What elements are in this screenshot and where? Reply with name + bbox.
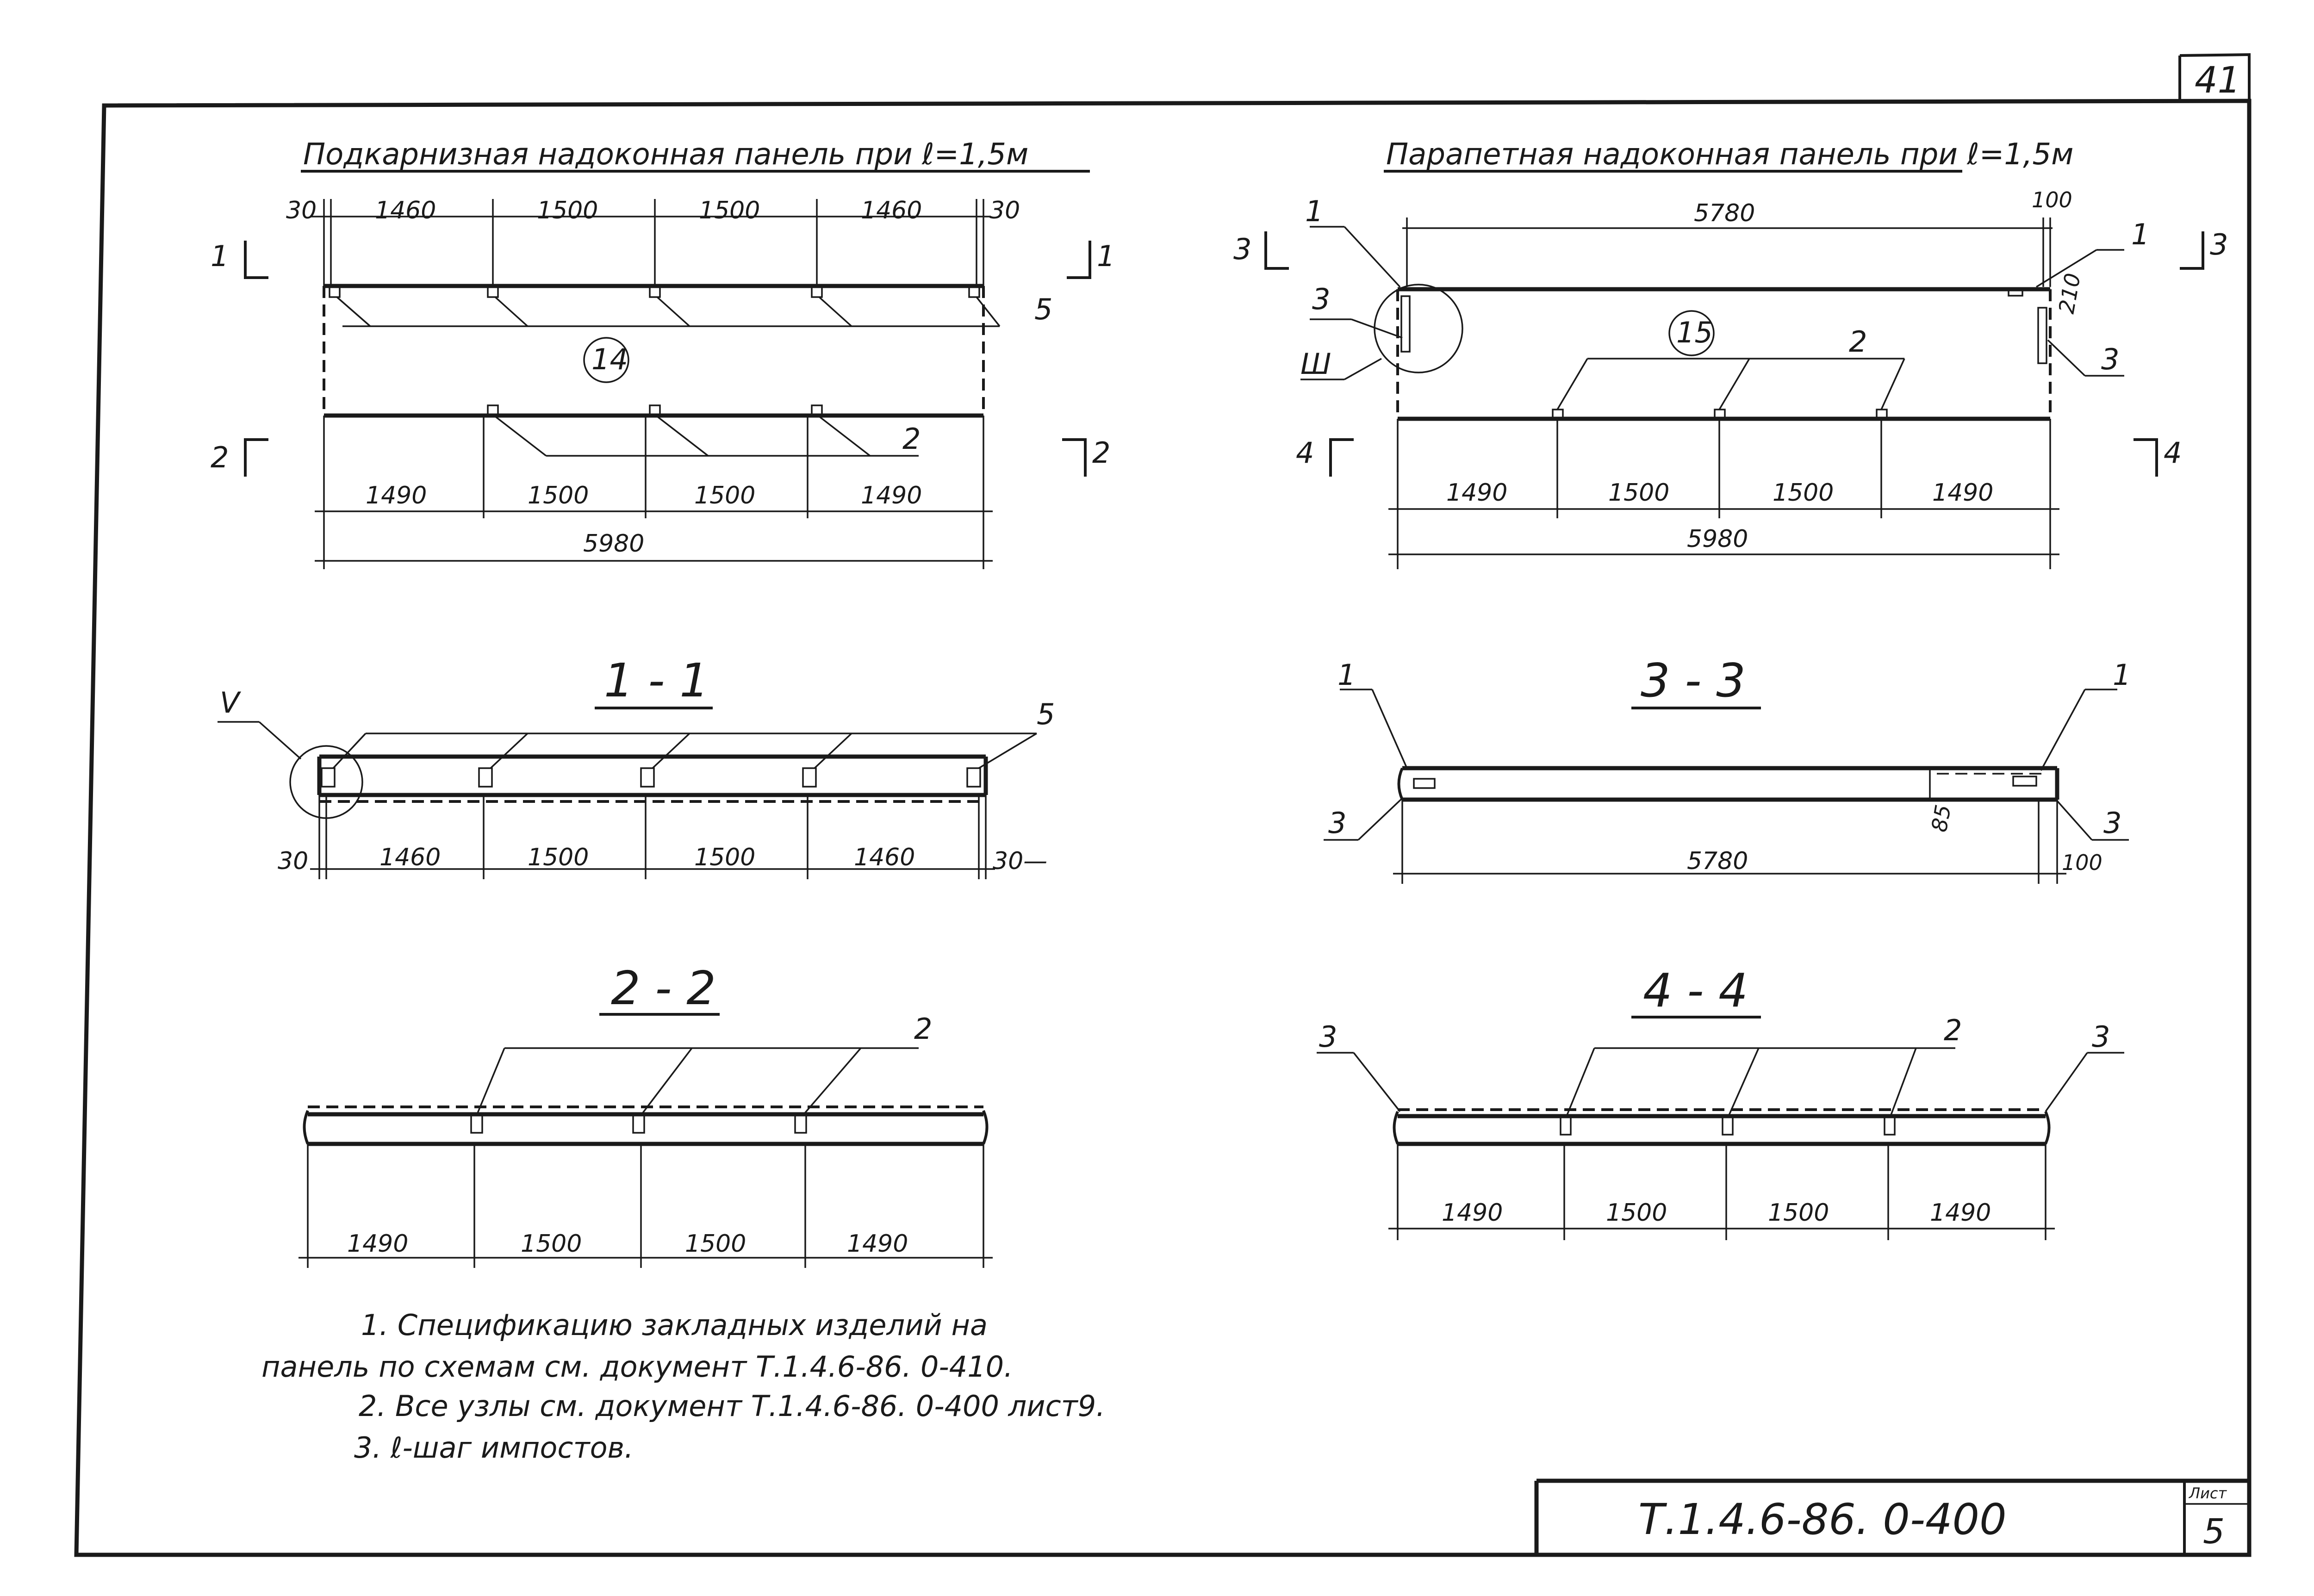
title-block: Т.1.4.6-86. 0-400 Лист 5 [1534,1478,2249,1555]
note-2: 2. Все узлы см. документ Т.1.4.6-86. 0-4… [359,1389,1105,1423]
right-leader-3-right: 3 [2101,342,2119,376]
left-top-dim-1: 30 [286,197,317,224]
section-3-3-leader-3-left: 3 [1328,806,1346,840]
section-2-2-dim-4: 1490 [847,1230,908,1258]
section-1-1-dim-1: 30 [278,847,308,875]
section-3-3-leader-1-left: 1 [1337,658,1356,692]
left-top-dim-4: 1500 [699,197,760,224]
left-panel-mark: 14 [591,342,628,376]
section-2-2: 2 - 2 2 1490 1500 1500 1490 [299,961,993,1268]
section-2-2-dim-3: 1500 [685,1230,746,1258]
section-1-1-dim-4: 1500 [694,844,755,871]
right-top-dim: 5780 [1694,199,1755,227]
right-total-dim: 5980 [1687,525,1748,553]
section-4-4-dim-4: 1490 [1930,1199,1991,1227]
section-4-4-dim-3: 1500 [1768,1199,1829,1227]
right-bottom-dim-4: 1490 [1932,479,1993,507]
left-cut-1-left: 1 [211,239,229,273]
right-bottom-dim-3: 1500 [1773,479,1834,507]
section-3-3-dim-100: 100 [2062,850,2103,875]
section-1-1-title: 1 - 1 [604,653,709,708]
section-3-3-leader-3-right: 3 [2103,806,2121,840]
title-block-sheet-label: Лист [2189,1484,2227,1502]
left-top-dim-5: 1460 [861,197,922,224]
right-node-label: Ш [1300,347,1331,381]
right-dim-100: 100 [2032,187,2072,212]
right-leader-1-left: 1 [1305,194,1323,228]
left-top-dim-3: 1500 [537,197,598,224]
section-1-1-dim-3: 1500 [528,844,589,871]
left-total-dim: 5980 [583,530,644,558]
left-bottom-dim-3: 1500 [694,482,755,509]
right-panel-mark: 15 [1676,316,1713,349]
left-cut-1-right: 1 [1097,239,1115,273]
left-panel-title: Подкарнизная надоконная панель при ℓ=1,5… [303,137,1028,172]
left-bottom-dim-4: 1490 [861,482,922,509]
section-3-3: 3 - 3 1 1 3 3 5780 100 85 [1324,653,2131,884]
right-panel-title: Парапетная надоконная панель при ℓ=1,5м [1386,137,2073,172]
section-1-1-dim-2: 1460 [379,844,441,871]
section-2-2-leader-2: 2 [914,1012,932,1046]
right-cut-4-left: 4 [1296,436,1314,470]
right-dim-210: 210 [2054,271,2085,316]
section-2-2-title: 2 - 2 [611,961,716,1015]
section-1-1-leader-5: 5 [1037,697,1055,731]
left-bottom-dim-2: 1500 [528,482,589,509]
section-4-4-dim-1: 1490 [1442,1199,1503,1227]
section-1-1-dim-5: 1460 [854,844,915,871]
left-leader-2: 2 [902,422,921,456]
right-bottom-dim-2: 1500 [1608,479,1669,507]
section-4-4-leader-3-left: 3 [1319,1020,1337,1054]
section-1-1-dim-6: 30— [993,847,1047,875]
right-cut-3-right: 3 [2210,228,2228,261]
left-panel-plan: Подкарнизная надоконная панель при ℓ=1,5… [211,137,1115,569]
right-cut-3-left: 3 [1233,232,1251,266]
right-leader-2: 2 [1849,325,1867,359]
section-1-1-node: V [220,686,242,720]
notes: 1. Спецификацию закладных изделий на пан… [261,1308,1105,1465]
section-3-3-dim-main: 5780 [1687,847,1748,875]
section-3-3-dim-85: 85 [1927,803,1956,834]
page-number: 41 [2195,60,2240,101]
left-top-dim-6: 30 [989,197,1020,224]
section-4-4-leader-2: 2 [1944,1013,1962,1047]
section-2-2-dim-2: 1500 [521,1230,582,1258]
section-3-3-title: 3 - 3 [1641,653,1746,708]
section-1-1: 1 - 1 5 V 30 1460 1500 1500 [218,653,1055,879]
left-cut-2-right: 2 [1092,436,1110,470]
section-4-4-title: 4 - 4 [1643,963,1748,1018]
left-leader-5: 5 [1034,292,1052,326]
note-1-line-2: панель по схемам см. документ Т.1.4.6-86… [261,1350,1013,1384]
note-1-line-1: 1. Спецификацию закладных изделий на [361,1308,988,1342]
right-panel-plan: Парапетная надоконная панель при ℓ=1,5м … [1233,137,2228,569]
section-2-2-dim-1: 1490 [347,1230,408,1258]
note-3: 3. ℓ-шаг импостов. [354,1431,634,1465]
right-leader-3-left: 3 [1312,282,1330,316]
left-cut-2-left: 2 [211,441,229,474]
sheet-frame [74,53,2252,1557]
right-cut-4-right: 4 [2164,436,2182,470]
section-3-3-leader-1-right: 1 [2113,658,2131,692]
right-leader-1-right: 1 [2131,217,2149,251]
left-top-dim-2: 1460 [375,197,436,224]
section-4-4-dim-2: 1500 [1606,1199,1667,1227]
title-block-code: Т.1.4.6-86. 0-400 [1638,1495,2007,1544]
section-4-4: 4 - 4 2 3 3 1490 1500 1500 1490 [1317,963,2124,1240]
right-bottom-dim-1: 1490 [1446,479,1507,507]
left-bottom-dim-1: 1490 [366,482,427,509]
title-block-sheet-number: 5 [2203,1512,2225,1552]
section-4-4-leader-3-right: 3 [2092,1020,2110,1054]
